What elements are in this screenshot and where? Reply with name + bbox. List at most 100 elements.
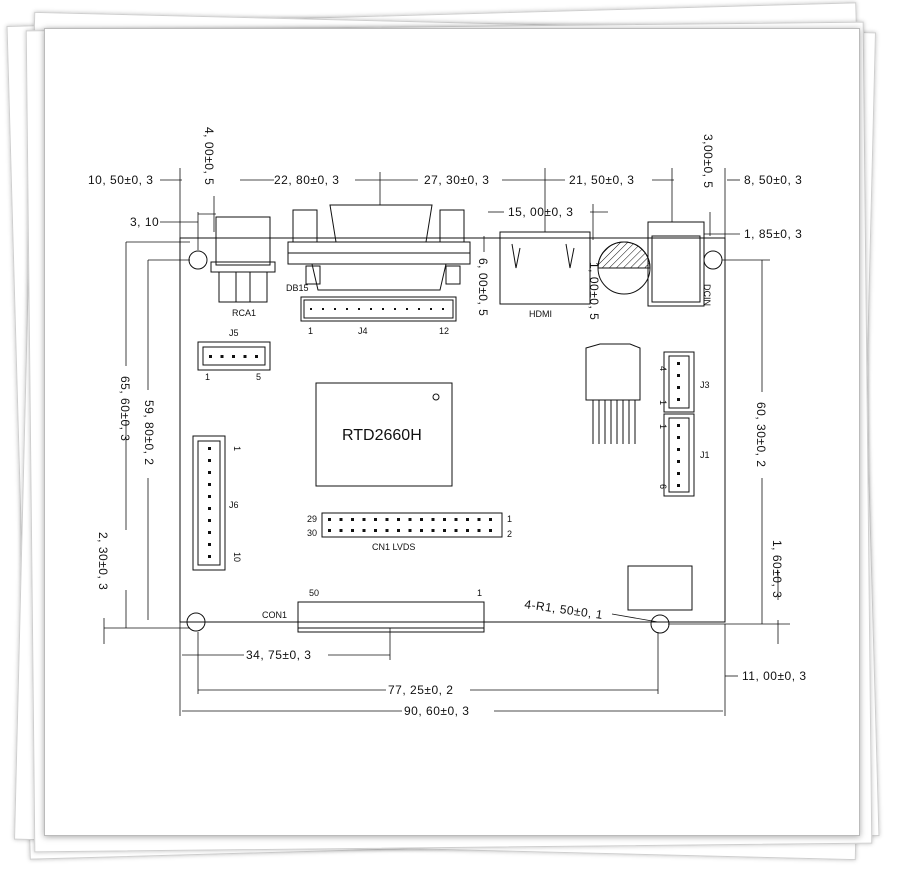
hdmi-connector: HDMI xyxy=(499,231,591,319)
cn1-pin-29: 29 xyxy=(307,514,317,524)
connector-pin xyxy=(385,529,389,532)
dim-3-00: 3,00±0, 5 xyxy=(701,134,715,188)
cn1-pins xyxy=(328,518,492,532)
connector-pin xyxy=(255,355,258,358)
dim-77-25: 77, 25±0, 2 xyxy=(388,683,453,697)
connector-pin xyxy=(677,484,680,487)
connector-pin xyxy=(454,529,458,532)
connector-pin xyxy=(677,386,680,389)
connector-pin xyxy=(208,447,211,450)
connector-pin xyxy=(431,529,435,532)
connector-pin xyxy=(430,308,432,310)
connector-pin xyxy=(334,308,336,310)
connector-pin xyxy=(208,519,211,522)
j3-pins xyxy=(677,362,680,401)
connector-pin xyxy=(351,518,354,521)
connector-pin xyxy=(351,529,354,532)
connector-pin xyxy=(339,518,343,521)
j1-label: J1 xyxy=(700,450,710,460)
connector-pin xyxy=(358,308,360,310)
dim-60-30: 60, 30±0, 2 xyxy=(754,402,768,467)
connector-pin xyxy=(322,308,324,310)
j5-pins xyxy=(209,355,258,358)
chip-label: RTD2660H xyxy=(342,427,422,444)
j1-pin-top: 1 xyxy=(658,424,668,429)
db15-connector: DB15 xyxy=(286,204,471,293)
connector-pin xyxy=(362,529,366,532)
connector-pin xyxy=(454,518,458,521)
connector-pin xyxy=(397,518,400,521)
connector-pin xyxy=(208,555,211,558)
connector-pin xyxy=(328,518,331,521)
j4-pin-last: 12 xyxy=(439,326,449,336)
connector-pin xyxy=(677,374,680,377)
dim-15-00: 15, 00±0, 3 xyxy=(508,205,573,219)
j6-pins xyxy=(208,447,211,558)
con1-label: CON1 xyxy=(262,610,287,620)
connector-pin xyxy=(208,459,211,462)
connector-pin xyxy=(382,308,384,310)
connector-pin xyxy=(208,483,211,486)
connector-pin xyxy=(208,495,211,498)
board-outline xyxy=(179,237,726,623)
connector-pin xyxy=(232,355,235,358)
dcin-connector: DCIN xyxy=(647,221,712,307)
j5-connector: J5 1 5 xyxy=(197,328,271,382)
connector-pin xyxy=(374,529,377,532)
dim-6-00: 6, 00±0, 5 xyxy=(476,258,490,316)
connector-pin xyxy=(489,529,492,532)
connector-pin xyxy=(310,308,312,310)
connector-pin xyxy=(677,436,680,439)
regulator-component xyxy=(585,343,641,444)
j3-pin-bottom: 1 xyxy=(658,400,668,405)
j3-pin-top: 4 xyxy=(658,366,668,371)
j5-pin-last: 5 xyxy=(256,372,261,382)
j6-connector: J6 1 10 xyxy=(192,435,242,571)
j3-connector: J3 4 1 xyxy=(658,351,710,413)
connector-pin xyxy=(208,471,211,474)
db15-label: DB15 xyxy=(286,283,309,293)
connector-pin xyxy=(677,460,680,463)
connector-pin xyxy=(346,308,348,310)
hdmi-label: HDMI xyxy=(529,309,552,319)
connector-pin xyxy=(208,531,211,534)
cn1-pin-1: 1 xyxy=(507,514,512,524)
connector-pin xyxy=(420,529,423,532)
dim-1-60: 1, 60±0, 3 xyxy=(770,540,784,598)
j6-label: J6 xyxy=(229,500,239,510)
dim-22-80: 22, 80±0, 3 xyxy=(274,173,339,187)
connector-pin xyxy=(208,507,211,510)
connector-pin xyxy=(406,308,408,310)
cn1-pin-2: 2 xyxy=(507,529,512,539)
j4-label: J4 xyxy=(358,326,368,336)
connector-pin xyxy=(362,518,366,521)
j4-pin-first: 1 xyxy=(308,326,313,336)
connector-pin xyxy=(443,529,446,532)
connector-pin xyxy=(208,543,211,546)
dimension-lines xyxy=(103,168,790,716)
j1-pins xyxy=(677,424,680,487)
connector-pin xyxy=(408,529,412,532)
j3-label: J3 xyxy=(700,380,710,390)
j5-label: J5 xyxy=(229,328,239,338)
dim-4-r1-50: 4-R1, 50±0, 1 xyxy=(524,597,604,622)
j6-pin-top: 1 xyxy=(232,446,242,451)
connector-pin xyxy=(397,529,400,532)
dim-27-30: 27, 30±0, 3 xyxy=(424,173,489,187)
dcin-label: DCIN xyxy=(702,284,712,306)
connector-pin xyxy=(489,518,492,521)
con1-pin-1: 1 xyxy=(477,588,482,598)
dim-65-60: 65, 60±0, 3 xyxy=(118,376,132,441)
cn1-lvds-header: 29 30 1 2 CN1 LVDS xyxy=(307,512,512,552)
button-component xyxy=(627,565,693,611)
connector-pin xyxy=(677,398,680,401)
connector-pin xyxy=(677,448,680,451)
connector-pin xyxy=(466,518,469,521)
dimension-labels: 10, 50±0, 3 3, 10 4, 00±0, 5 22, 80±0, 3… xyxy=(88,127,806,718)
dim-1-00: 1, 00±0, 5 xyxy=(587,262,601,320)
dim-3-10: 3, 10 xyxy=(130,215,159,229)
dim-21-50: 21, 50±0, 3 xyxy=(569,173,634,187)
dim-90-60: 90, 60±0, 3 xyxy=(404,704,469,718)
cn1-pin-30: 30 xyxy=(307,528,317,538)
